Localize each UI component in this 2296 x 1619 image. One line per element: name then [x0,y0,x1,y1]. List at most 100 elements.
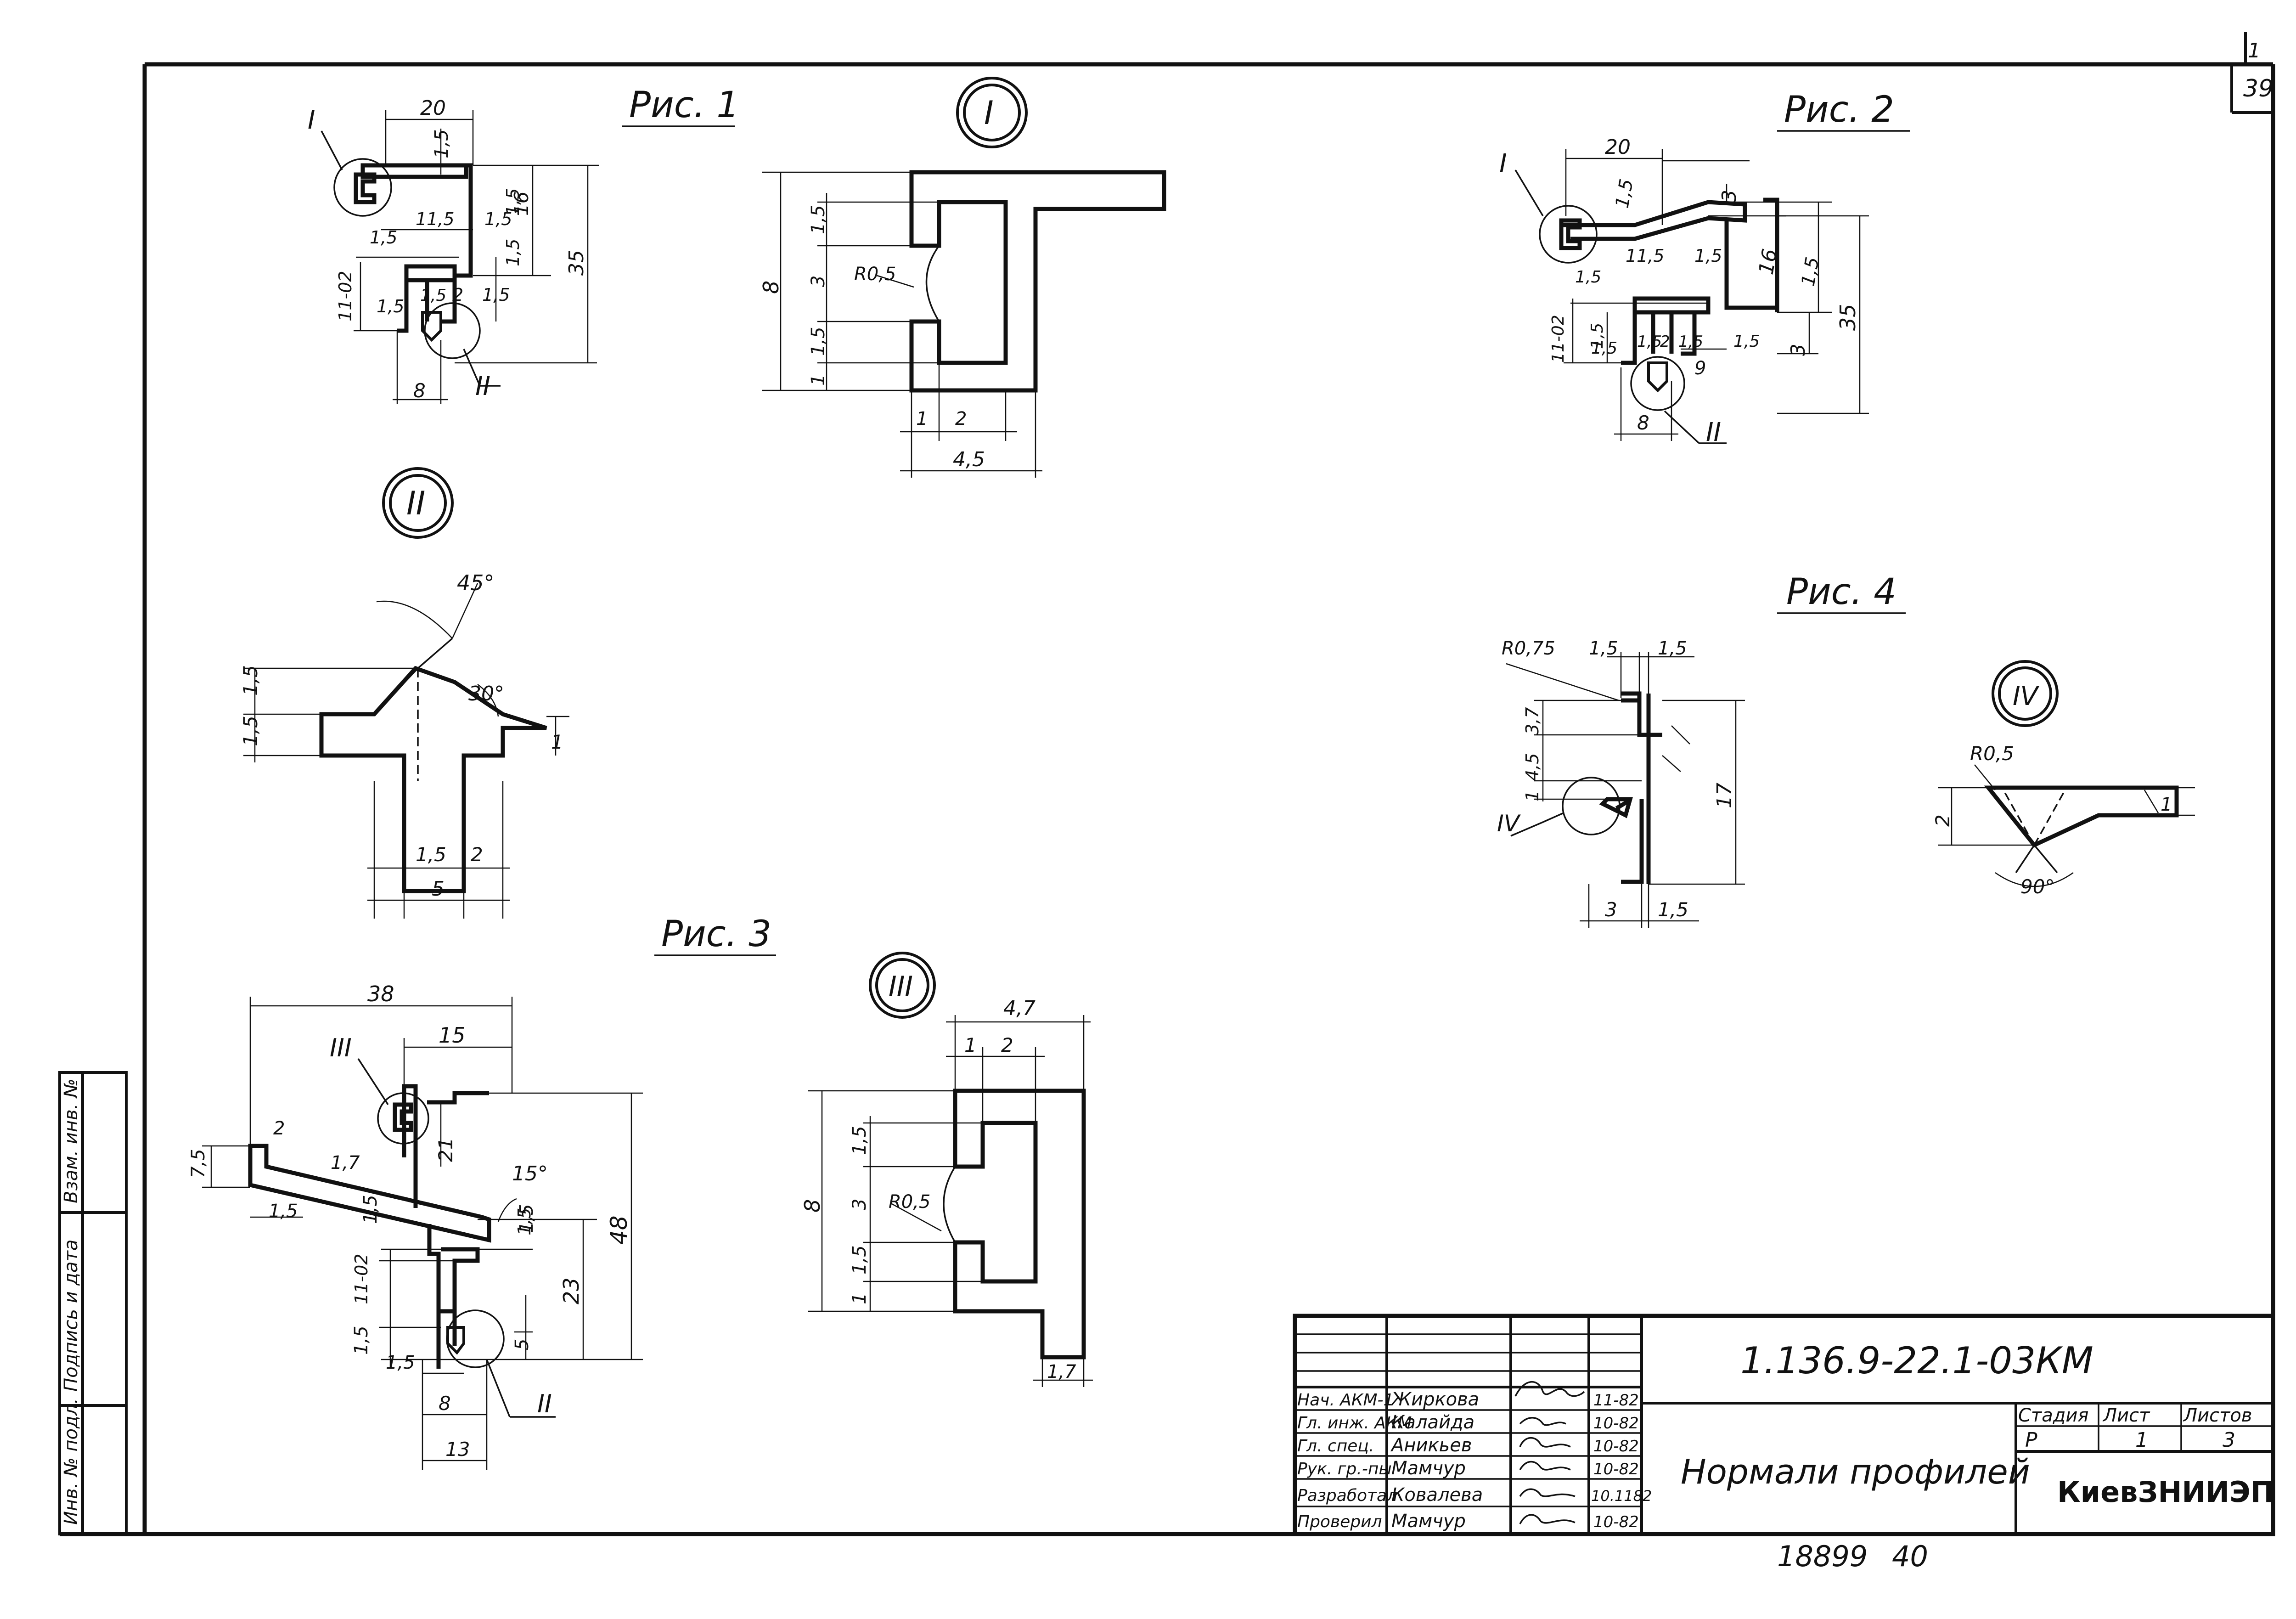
fig3-dim: 13 [445,1438,470,1461]
detail-2-dim: 1,5 [239,716,262,746]
fig4-dim: 4,5 [1522,753,1542,781]
detail-1-dimensions: 1,5 3 1,5 1 8 R0,5 1 2 4,5 [759,205,985,471]
detail-3-dim: 1,7 [1047,1361,1076,1382]
fig4-dim: 1,5 [1589,638,1618,659]
fig3-dim: 11-02 [351,1254,371,1304]
detail-1-dim: 2 [955,408,967,429]
detail-1-dim: 1 [808,374,829,386]
detail-2-dim: 5 [432,877,445,901]
fig3-dim: 2 [273,1118,285,1139]
fig3-dim: 15° [512,1162,548,1185]
detail-3-dim: 1,5 [849,1245,870,1275]
fig2-dim: 1,5 [1733,332,1760,351]
fig2-callout-2: II [1706,417,1721,447]
fig4-dim: 1,5 [1658,898,1688,921]
signature-role: Проверил [1297,1512,1382,1531]
detail-3-dim: 4,7 [1003,997,1035,1020]
fig1-dim: 1,5 [377,296,404,316]
fig3-dim: 38 [367,982,394,1006]
fig2-dim: 1,5 [1798,255,1823,288]
fig2-dim: 3 [1787,344,1809,356]
fig1-dim: 1,5 [420,286,446,305]
signature-name: Мамчур [1391,1458,1466,1479]
doc-title: Нормали профилей [1681,1452,2030,1492]
signature-date: 10-82 [1593,1460,1639,1478]
fig2-callout-1: I [1499,149,1507,179]
fig1-dim: 1,5 [370,227,397,248]
fig1-dim: 16 [510,192,533,216]
fig3-dim: 1,5 [386,1352,415,1373]
fig2-dim: 1,5 [1575,268,1601,287]
signature-name: Ковалева [1391,1484,1483,1506]
fig2-dim: 1,5 [1588,323,1607,349]
detail-4-dim: 90° [2020,875,2054,898]
fig2-dim: 8 [1637,412,1649,434]
signature-date: 10-82 [1593,1414,1639,1433]
fig3-callout-2: II [537,1389,552,1418]
signature-date: 10-82 [1593,1513,1639,1531]
detail-4-dim: 1 [2161,794,2172,815]
detail-2-dim: 1,5 [239,665,262,696]
handwritten-signatures [1514,1381,1585,1524]
fig1-dim: 1,5 [503,239,523,266]
top-corner-mark: 1 [2248,39,2261,62]
detail-1-drawing [762,77,1166,478]
fig4-dim: 17 [1713,783,1736,808]
signature-role: Рук. гр.-пы [1297,1460,1392,1478]
signature-role: Гл. инж. АКМ [1297,1414,1412,1433]
fig1-dim: 11-02 [335,271,355,322]
detail-3-dimensions: 4,7 1 2 1,5 3 1,5 1 8 R0,5 1,7 [800,997,1076,1382]
fig1-drawing [321,110,599,404]
detail-2-dim: 1,5 [416,843,446,866]
fig2-dim: 1,5 [1612,177,1638,210]
fig2-dim: 1,5 [1694,246,1722,266]
strip-inv-orig: Инв. № подл. [61,1398,82,1525]
fig2-dim: 35 [1835,304,1860,331]
fig3-dim: 15 [439,1023,466,1048]
signature-role: Гл. спец. [1297,1437,1374,1455]
fig3-dim: 23 [559,1277,584,1304]
signature-name: Мамчур [1391,1511,1466,1532]
detail-4-label: IV [2013,682,2040,711]
detail-3-dim: 2 [1001,1034,1013,1056]
detail-2-dim: 45° [457,570,495,595]
signature-role: Разработал [1297,1486,1397,1505]
sheets-label: Листов [2183,1405,2252,1426]
page-number: 39 [2243,75,2273,102]
fig1-dimensions: 20 1,5 16 35 11,5 1,5 1,5 1,5 1,5 2 1,5 … [335,96,588,402]
fig3-dim: 1,5 [351,1326,372,1355]
detail-4-dimensions: R0,5 2 1 90° [1931,742,2172,898]
fig3-dim: 1,5 [514,1208,535,1235]
fig3-dim: 21 [434,1138,457,1162]
detail-3-drawing [808,952,1093,1387]
signature-name: Калайда [1391,1412,1474,1433]
fig1-dim: 1,5 [484,209,512,229]
fig3-dimensions: 38 15 7,5 2 1,7 21 15° 1,5 1,5 1,5 48 23… [188,982,632,1461]
fig1-dim: 20 [420,96,446,120]
fig3-dim: 7,5 [188,1149,209,1178]
sheets-value: 3 [2223,1428,2235,1452]
stage-value: Р [2025,1428,2037,1452]
fig1-dim: 1,5 [431,129,452,158]
fig3-dim: 1,5 [269,1201,298,1222]
detail-1-dim: 1,5 [808,327,829,356]
fig3-dim: 5 [512,1339,533,1350]
left-binding-strip [58,1071,128,1535]
fig4-title: Рис. 4 [1786,571,1896,613]
bottom-note-2: 40 [1892,1540,1928,1573]
fig2-title: Рис. 2 [1784,89,1894,130]
bottom-note: 18899 [1777,1540,1868,1573]
signature-rows: Нач. АКМ-1 Жиркова 11-82 Гл. инж. АКМ Ка… [1297,1389,1652,1532]
signature-name: Аникьев [1390,1435,1472,1456]
detail-3-label: III [889,970,913,1003]
fig1-dim: 1,5 [482,285,510,305]
detail-1-dim: 4,5 [953,448,985,471]
detail-2-dim: 1 [551,731,563,753]
fig1-title: Рис. 1 [629,85,739,126]
fig3-drawing [202,997,643,1470]
fig2-drawing [1514,149,1869,444]
fig4-drawing [1506,652,1745,928]
fig2-dim: 2 [1660,333,1670,351]
strip-inv-repl: Взам. инв. № [61,1078,82,1203]
